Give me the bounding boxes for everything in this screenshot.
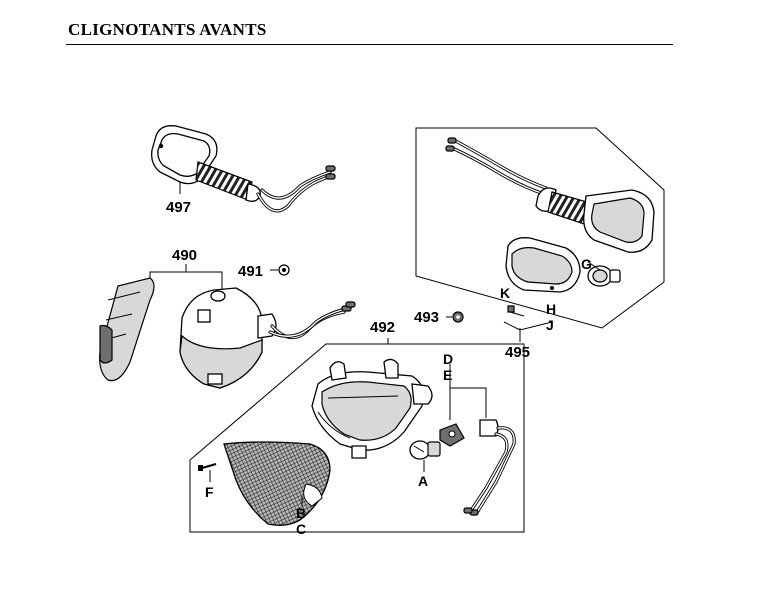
part-492-housing: [311, 358, 433, 459]
label-C: C: [296, 521, 306, 537]
part-socket-DE: [439, 364, 516, 516]
label-492: 492: [370, 319, 395, 336]
part-490-group: [99, 264, 356, 389]
part-screw-F: [198, 463, 217, 482]
part-493-nut: [446, 311, 464, 323]
label-495: 495: [505, 344, 530, 361]
part-lens: [223, 441, 331, 526]
label-F: F: [205, 484, 214, 500]
label-J: J: [546, 317, 554, 333]
page-title: CLIGNOTANTS AVANTS: [68, 20, 267, 39]
label-491: 491: [238, 263, 263, 280]
label-D: D: [443, 351, 453, 367]
part-491-nut: [270, 264, 290, 276]
part-bulb-A: [409, 440, 441, 472]
part-497-indicator: [151, 125, 336, 213]
label-A: A: [418, 473, 428, 489]
label-B: B: [296, 505, 306, 521]
label-490: 490: [172, 247, 197, 264]
box-495: [415, 127, 665, 329]
label-497: 497: [166, 199, 191, 216]
title-rule: [66, 44, 673, 45]
label-K: K: [500, 285, 510, 301]
label-H: H: [546, 301, 556, 317]
label-E: E: [443, 367, 452, 383]
part-495-indicator: [445, 137, 655, 317]
box-492: [189, 343, 525, 533]
label-493: 493: [414, 309, 439, 326]
label-G: G: [581, 256, 592, 272]
